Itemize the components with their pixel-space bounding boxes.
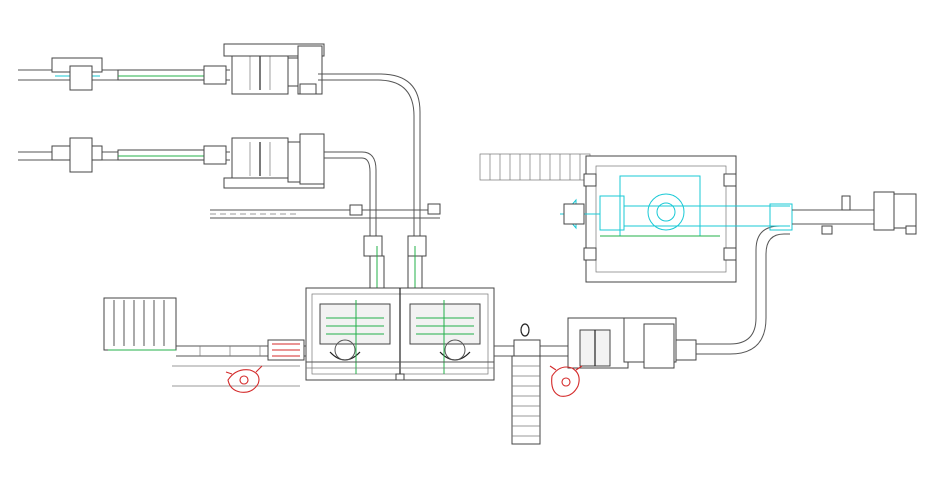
right-lower-machine (567, 225, 790, 369)
transfer-conveyor-top (210, 73, 441, 291)
infeed-line-1 (18, 43, 360, 95)
left-case-magazine (103, 297, 306, 387)
infeed-line-2 (18, 133, 362, 189)
operator-icon-left (225, 365, 263, 393)
right-exit-conveyor (494, 323, 580, 445)
robot-cell (479, 153, 917, 283)
central-machine (305, 287, 495, 381)
operator-icon-right (549, 365, 583, 397)
